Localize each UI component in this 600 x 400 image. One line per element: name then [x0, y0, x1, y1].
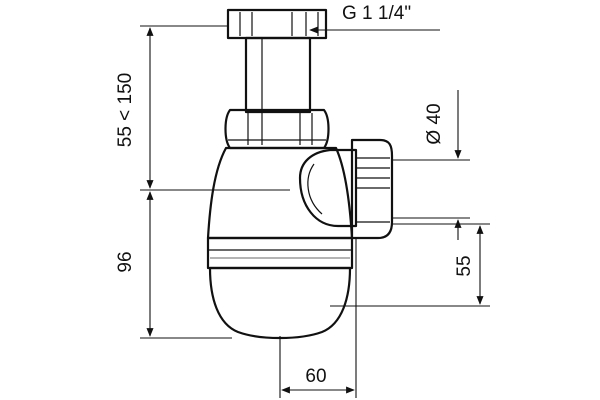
outlet-elbow [298, 148, 358, 228]
thread-label: G 1 1/4" [342, 3, 411, 24]
dimension-height-range: 55 < 150 [115, 25, 290, 191]
height-range-label: 55 < 150 [115, 73, 136, 148]
dimension-outlet-diameter: Ø 40 [392, 90, 470, 240]
body-height-label: 96 [115, 251, 136, 272]
outlet-height-label: 55 [454, 255, 475, 276]
outlet-offset-label: 60 [305, 366, 326, 387]
dimension-thread: G 1 1/4" [309, 3, 440, 34]
dimension-outlet-offset: 60 [279, 238, 357, 398]
dimension-body-height: 96 [115, 191, 232, 339]
dimension-outlet-height: 55 [330, 223, 490, 307]
siphon-body [206, 146, 354, 340]
top-nut [226, 8, 328, 40]
middle-nut [224, 108, 330, 150]
outlet-diameter-label: Ø 40 [424, 103, 445, 144]
inlet-pipe [244, 36, 312, 114]
outlet-nut [350, 138, 394, 240]
